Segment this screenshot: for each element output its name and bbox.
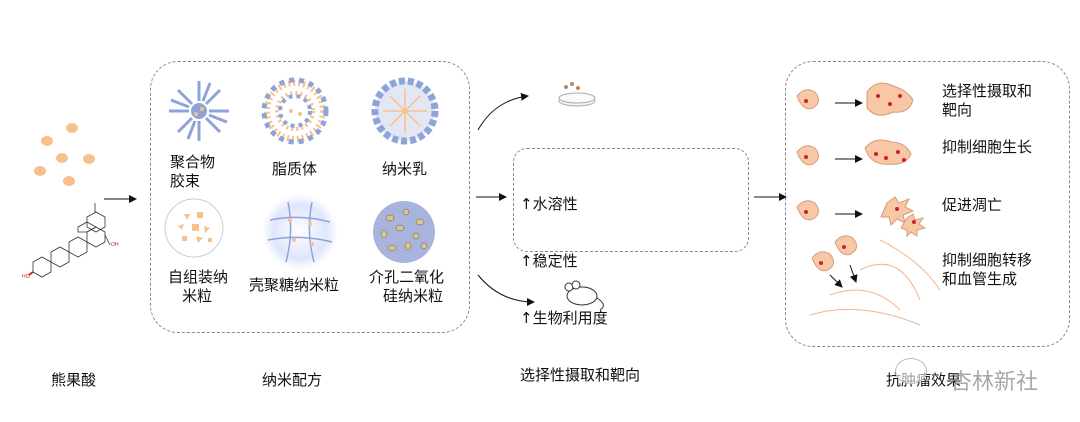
mouse-icon xyxy=(564,280,604,311)
effect-metastasis-angiogenesis: 抑制细胞转移和血管生成 xyxy=(942,251,1033,288)
property-bioavailability: ↑生物利用度 xyxy=(520,309,608,327)
properties-box xyxy=(513,148,749,252)
self-assembled-nanoparticle-icon xyxy=(164,198,224,258)
effect-growth-inhibition: 抑制细胞生长 xyxy=(942,138,1033,156)
polymer-micelle-icon xyxy=(169,81,229,141)
properties-list: ↑水溶性 ↑稳定性 ↑生物利用度 选择性摄取和靶向 xyxy=(520,157,640,404)
chitosan-nanoparticle-icon xyxy=(262,194,338,270)
liposome-icon xyxy=(261,77,329,145)
mesoporous-silica-nanoparticle-icon xyxy=(373,201,435,263)
formulation-liposome: 脂质体 xyxy=(272,160,318,178)
formulation-mesoporous-silica: 介孔二氧化硅纳米粒 xyxy=(369,268,445,305)
nano-formulation-box xyxy=(150,61,470,333)
ursolic-acid-particles xyxy=(34,123,95,186)
cancer-cells-graphics xyxy=(796,82,941,326)
ursolic-acid-label: 熊果酸 xyxy=(51,371,97,389)
effect-apoptosis: 促进凋亡 xyxy=(942,196,1003,214)
property-targeting: 选择性摄取和靶向 xyxy=(520,366,641,384)
petri-dish-icon xyxy=(558,82,596,107)
nano-formulation-label: 纳米配方 xyxy=(262,371,323,389)
svg-text:HO: HO xyxy=(22,274,30,280)
watermark: 杏林新社 xyxy=(950,370,1039,395)
property-stability: ↑稳定性 xyxy=(520,252,578,270)
property-solubility: ↑水溶性 xyxy=(520,195,578,213)
formulation-self-assembled: 自组装纳米粒 xyxy=(168,268,229,305)
formulation-chitosan: 壳聚糖纳米粒 xyxy=(249,276,340,294)
formulation-nanoemulsion: 纳米乳 xyxy=(382,160,428,178)
effect-targeting: 选择性摄取和靶向 xyxy=(942,82,1033,119)
antitumor-effects-box xyxy=(785,61,1070,347)
svg-text:OH: OH xyxy=(111,242,119,248)
wechat-icon xyxy=(895,358,927,384)
formulation-polymer-micelle: 聚合物胶束 xyxy=(170,153,216,190)
nanoemulsion-icon xyxy=(371,77,439,145)
molecule-structure-icon: OH HO xyxy=(22,203,119,280)
